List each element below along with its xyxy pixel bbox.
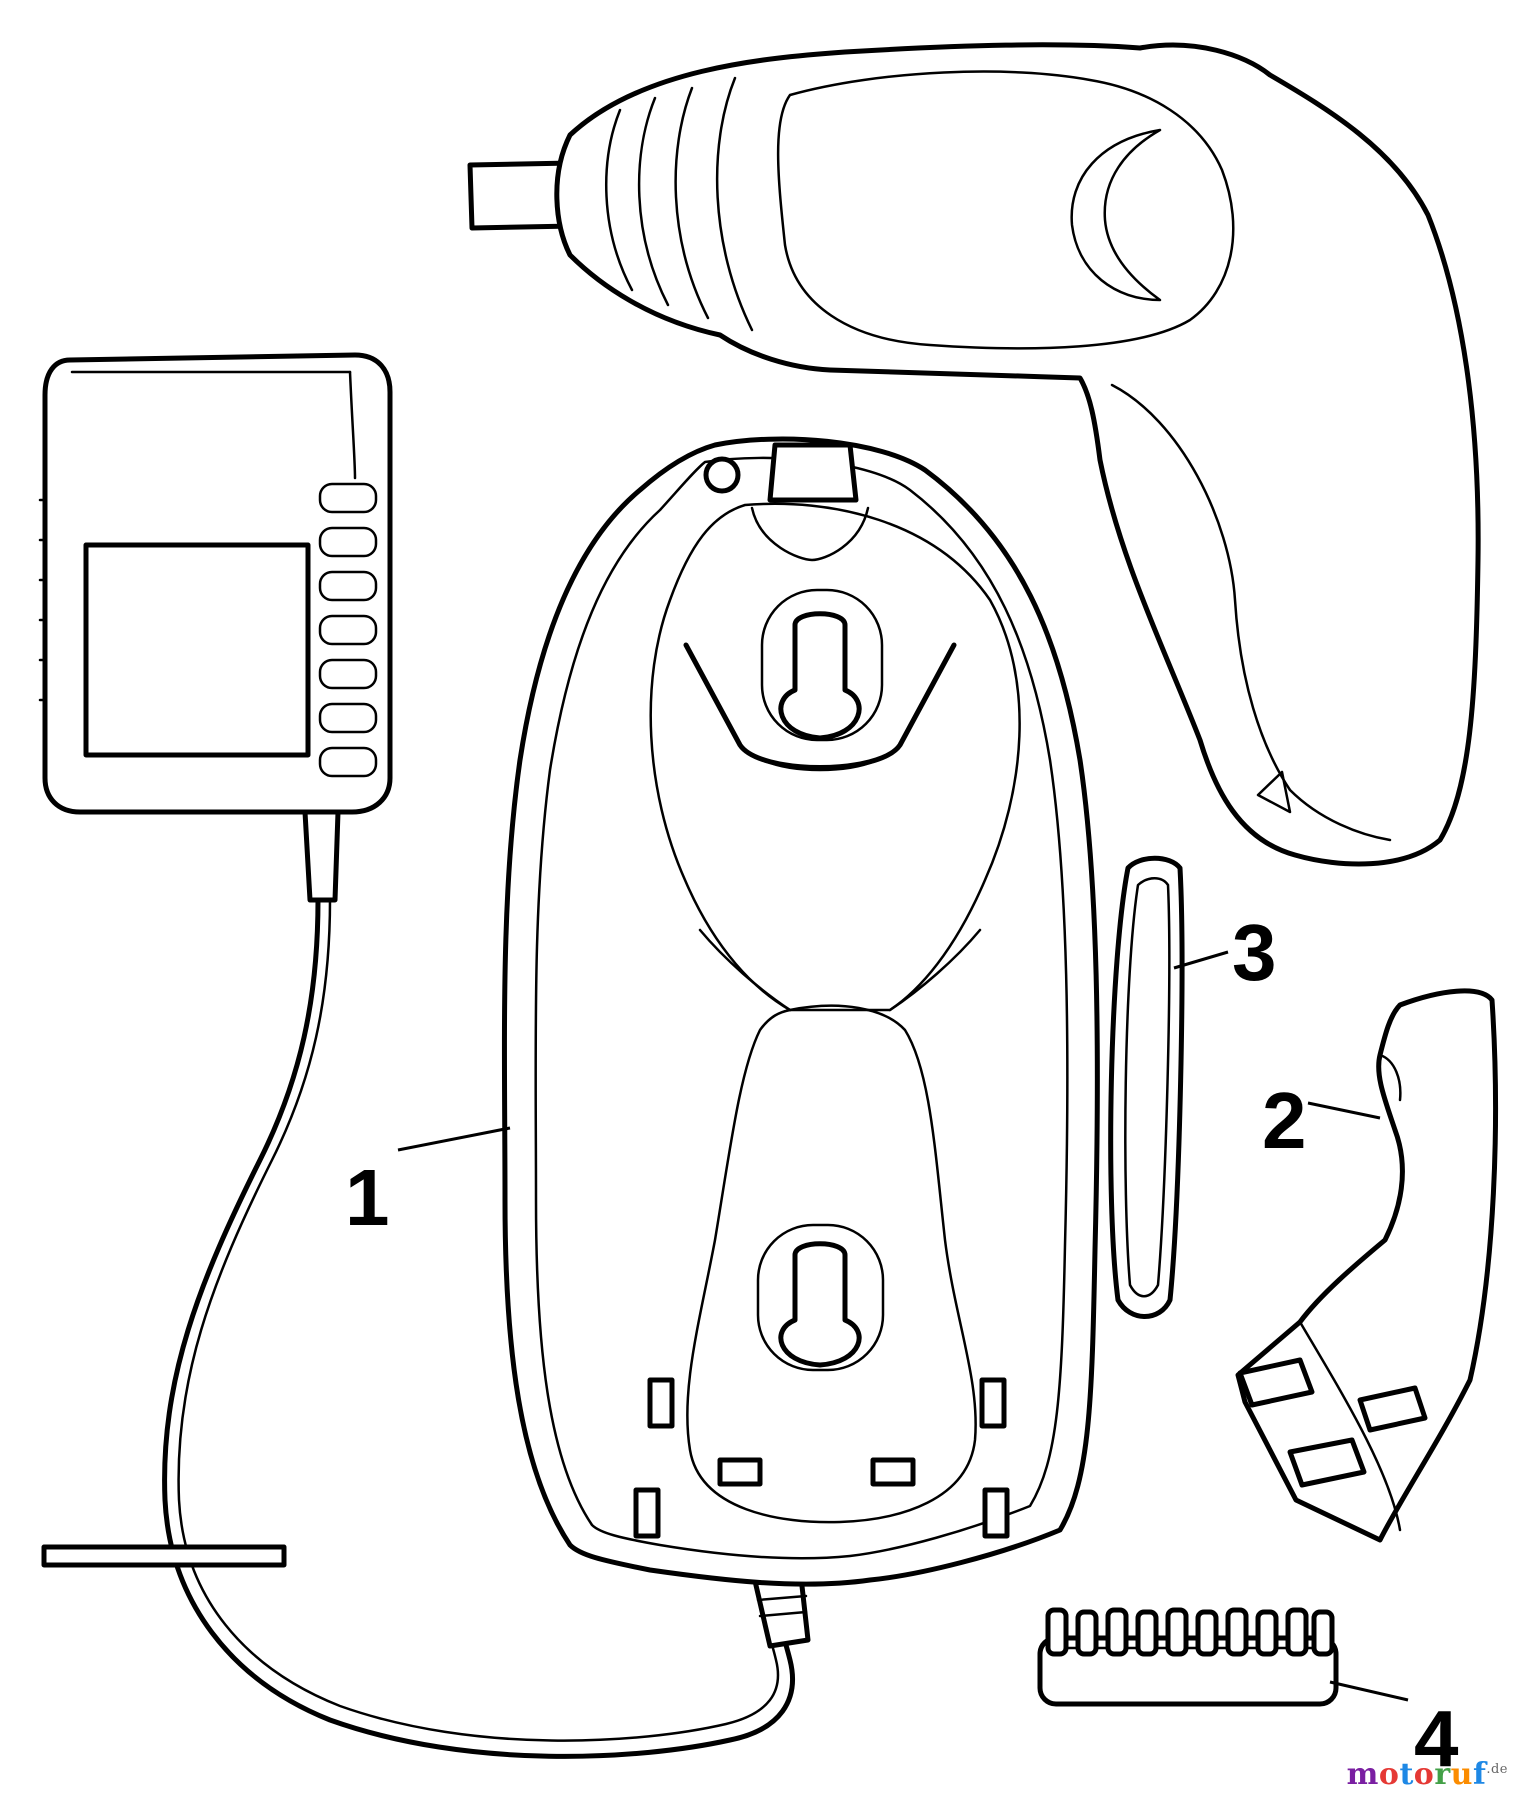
holder-clip [1108, 855, 1185, 1319]
watermark-letter: r [1434, 1757, 1451, 1792]
callout-1: 1 [345, 1153, 390, 1242]
plug-pin [1237, 1357, 1315, 1408]
plug-pin [1357, 1385, 1428, 1433]
base-outer-shell [501, 436, 1100, 1587]
upper-keyhole-slot [778, 611, 862, 741]
cable-tie [41, 1544, 287, 1568]
screwdriver-direction-arrow [1256, 770, 1292, 814]
watermark-letter: m [1346, 1757, 1379, 1792]
adapter-cable [162, 897, 795, 1759]
screwdriver-grip-panel [776, 70, 1235, 350]
base-latch [647, 1377, 675, 1429]
watermark-suffix: .de [1486, 1762, 1508, 1777]
adapter-label [83, 542, 311, 758]
callout-3-leader [1173, 950, 1229, 970]
plug-pin [1287, 1437, 1367, 1488]
base-indicator-light [703, 456, 741, 494]
adapter-vent [318, 702, 378, 734]
base-latch [633, 1487, 661, 1539]
callout-3: 3 [1232, 908, 1277, 997]
adapter-vent [318, 614, 378, 646]
lower-keyhole-slot [778, 1241, 862, 1368]
callouts: 1 2 3 4 [345, 908, 1459, 1783]
screwdriver-body [554, 42, 1481, 867]
watermark-letter: t [1399, 1757, 1414, 1792]
plug-housing [1235, 988, 1499, 1543]
clip-body [1108, 855, 1185, 1319]
callout-4-leader [1329, 1680, 1409, 1702]
plug-adapter [38, 352, 811, 1759]
charging-base [501, 436, 1100, 1587]
base-contact-slot [870, 1457, 916, 1487]
watermark-letter: o [1413, 1757, 1435, 1792]
screwdriver-bits [1045, 1607, 1335, 1657]
bit-holder [1037, 1607, 1339, 1707]
mains-plug [1235, 988, 1499, 1543]
base-latch [979, 1377, 1007, 1429]
callout-4: 4 [1414, 1694, 1459, 1783]
watermark-letter: u [1450, 1757, 1473, 1792]
base-latch [982, 1487, 1010, 1539]
screwdriver-logo [1070, 128, 1162, 302]
cordless-screwdriver [467, 42, 1481, 867]
callout-2: 2 [1262, 1076, 1307, 1165]
adapter-body [42, 352, 393, 815]
base-lower-cradle [686, 1004, 977, 1524]
adapter-vent [318, 526, 378, 558]
watermark-letter: f [1472, 1757, 1487, 1792]
adapter-vent [318, 658, 378, 690]
callout-1-leader [397, 1126, 511, 1152]
adapter-vent [318, 570, 378, 602]
adapter-vent [318, 746, 378, 778]
watermark-letter: o [1378, 1757, 1400, 1792]
base-top-tab [767, 442, 859, 503]
adapter-vent [318, 482, 378, 514]
watermark-logo: motoruf.de [1347, 1757, 1508, 1792]
callout-2-leader [1307, 1101, 1381, 1120]
base-contact-slot [717, 1457, 763, 1487]
